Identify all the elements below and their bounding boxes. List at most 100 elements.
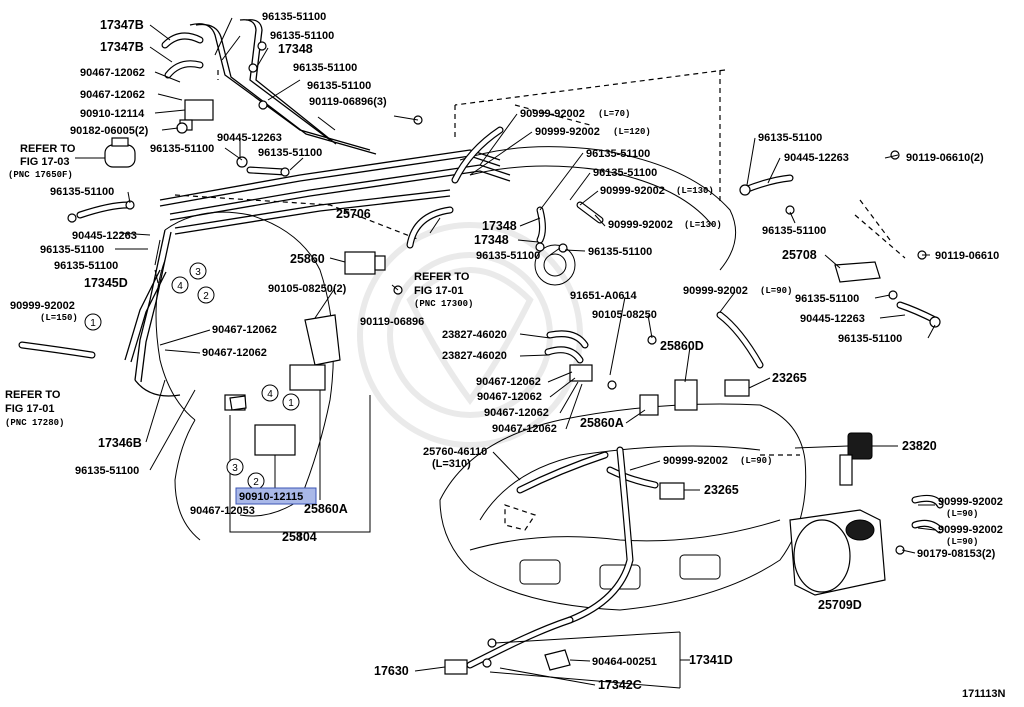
- part-label[interactable]: 96135-51100: [293, 62, 357, 74]
- part-label[interactable]: 17348: [474, 233, 509, 247]
- figure-code: 171113N: [962, 688, 1005, 700]
- part-label[interactable]: 17347B: [100, 18, 144, 32]
- part-label[interactable]: 90445-12263: [800, 313, 865, 325]
- callout-number: 1: [288, 398, 294, 409]
- part-label[interactable]: 17348: [278, 42, 313, 56]
- part-label[interactable]: (L=90): [946, 537, 978, 547]
- part-label[interactable]: 96135-51100: [40, 244, 104, 256]
- part-label[interactable]: (L=120): [613, 127, 651, 137]
- part-label[interactable]: 17346B: [98, 436, 142, 450]
- part-label[interactable]: 25804: [282, 530, 317, 544]
- part-label[interactable]: 25708: [782, 248, 817, 262]
- part-label[interactable]: 25860A: [580, 416, 624, 430]
- part-label[interactable]: 96135-51100: [838, 333, 902, 345]
- part-label[interactable]: 23827-46020: [442, 350, 507, 362]
- part-label[interactable]: 90999-92002: [520, 108, 585, 120]
- part-label[interactable]: (L=70): [598, 109, 630, 119]
- part-label[interactable]: 90467-12062: [202, 347, 267, 359]
- part-label[interactable]: 17347B: [100, 40, 144, 54]
- part-label[interactable]: 90119-06610: [935, 250, 999, 262]
- highlight-label[interactable]: 90910-12115: [239, 491, 303, 503]
- part-label[interactable]: 90467-12062: [80, 67, 145, 79]
- part-label[interactable]: 96135-51100: [75, 465, 139, 477]
- part-label[interactable]: (L=90): [760, 286, 792, 296]
- part-label[interactable]: 96135-51100: [270, 30, 334, 42]
- part-label[interactable]: (L=130): [676, 186, 714, 196]
- part-label[interactable]: 90467-12062: [492, 423, 557, 435]
- part-label[interactable]: (L=90): [946, 509, 978, 519]
- part-label[interactable]: 96135-51100: [150, 143, 214, 155]
- part-label[interactable]: 96135-51100: [54, 260, 118, 272]
- part-label[interactable]: 23820: [902, 439, 937, 453]
- part-label[interactable]: 90445-12263: [72, 230, 137, 242]
- part-label[interactable]: 96135-51100: [50, 186, 114, 198]
- part-label[interactable]: 25860A: [304, 502, 348, 516]
- part-label[interactable]: (PNC 17280): [5, 418, 64, 428]
- part-label[interactable]: 17342C: [598, 678, 642, 692]
- part-label[interactable]: 96135-51100: [588, 246, 652, 258]
- part-label[interactable]: (L=90): [740, 456, 772, 466]
- part-label[interactable]: 90999-92002: [10, 300, 75, 312]
- part-label[interactable]: 25860: [290, 252, 325, 266]
- part-label[interactable]: 90464-00251: [592, 656, 657, 668]
- part-label[interactable]: 25760-46110: [423, 446, 487, 458]
- part-label[interactable]: 90999-92002: [608, 219, 673, 231]
- part-label[interactable]: 90467-12062: [212, 324, 277, 336]
- part-label[interactable]: 25860D: [660, 339, 704, 353]
- part-label[interactable]: 90999-92002: [535, 126, 600, 138]
- part-label[interactable]: 90182-06005(2): [70, 125, 149, 137]
- part-label[interactable]: 96135-51100: [262, 11, 326, 23]
- part-label[interactable]: 90105-08250(2): [268, 283, 347, 295]
- part-label[interactable]: (L=310): [432, 458, 471, 470]
- vsv-25804-shape: [254, 424, 296, 456]
- part-label[interactable]: REFER TO: [5, 389, 61, 401]
- part-label[interactable]: 96135-51100: [795, 293, 859, 305]
- part-label[interactable]: 17348: [482, 219, 517, 233]
- part-label[interactable]: (PNC 17650F): [8, 170, 73, 180]
- part-label[interactable]: 17345D: [84, 276, 128, 290]
- part-label[interactable]: 90999-92002: [663, 455, 728, 467]
- part-label[interactable]: 90467-12062: [477, 391, 542, 403]
- part-label[interactable]: FIG 17-01: [414, 285, 464, 297]
- vsv-25860a-shape: [569, 364, 593, 382]
- part-label[interactable]: 96135-51100: [476, 250, 540, 262]
- part-label[interactable]: 90999-92002: [938, 524, 1003, 536]
- part-label[interactable]: 23827-46020: [442, 329, 507, 341]
- part-label[interactable]: 25709D: [818, 598, 862, 612]
- part-label[interactable]: 96135-51100: [762, 225, 826, 237]
- part-label[interactable]: 96135-51100: [258, 147, 322, 159]
- part-label[interactable]: 90119-06896(3): [309, 96, 387, 108]
- part-label[interactable]: 96135-51100: [586, 148, 650, 160]
- part-label[interactable]: 96135-51100: [307, 80, 371, 92]
- part-label[interactable]: 90467-12062: [484, 407, 549, 419]
- part-label[interactable]: 96135-51100: [593, 167, 657, 179]
- part-label[interactable]: 90467-12053: [190, 505, 255, 517]
- part-label[interactable]: 91651-A0614: [570, 290, 638, 302]
- part-label[interactable]: 90445-12263: [784, 152, 849, 164]
- part-label[interactable]: 90119-06896: [360, 316, 424, 328]
- part-label[interactable]: 90467-12062: [80, 89, 145, 101]
- part-label[interactable]: 23265: [704, 483, 739, 497]
- part-label[interactable]: 90179-08153(2): [917, 548, 996, 560]
- part-label[interactable]: 17630: [374, 664, 409, 678]
- part-label[interactable]: 90999-92002: [938, 496, 1003, 508]
- callout-number: 4: [267, 389, 273, 400]
- part-label[interactable]: FIG 17-03: [20, 156, 70, 168]
- part-label[interactable]: 90445-12263: [217, 132, 282, 144]
- part-label[interactable]: REFER TO: [20, 143, 76, 155]
- part-label[interactable]: (PNC 17300): [414, 299, 473, 309]
- part-label[interactable]: 96135-51100: [758, 132, 822, 144]
- part-label[interactable]: (L=130): [684, 220, 722, 230]
- part-label[interactable]: 90999-92002: [600, 185, 665, 197]
- part-label[interactable]: 23265: [772, 371, 807, 385]
- part-label[interactable]: 90105-08250: [592, 309, 657, 321]
- part-label[interactable]: 90119-06610(2): [906, 152, 984, 164]
- part-label[interactable]: 25706: [336, 207, 371, 221]
- part-label[interactable]: 90910-12114: [80, 108, 145, 120]
- part-label[interactable]: 17341D: [689, 653, 733, 667]
- part-label[interactable]: 90999-92002: [683, 285, 748, 297]
- part-label[interactable]: (L=150): [40, 313, 78, 323]
- part-label[interactable]: 90467-12062: [476, 376, 541, 388]
- part-label[interactable]: FIG 17-01: [5, 403, 55, 415]
- part-label[interactable]: REFER TO: [414, 271, 470, 283]
